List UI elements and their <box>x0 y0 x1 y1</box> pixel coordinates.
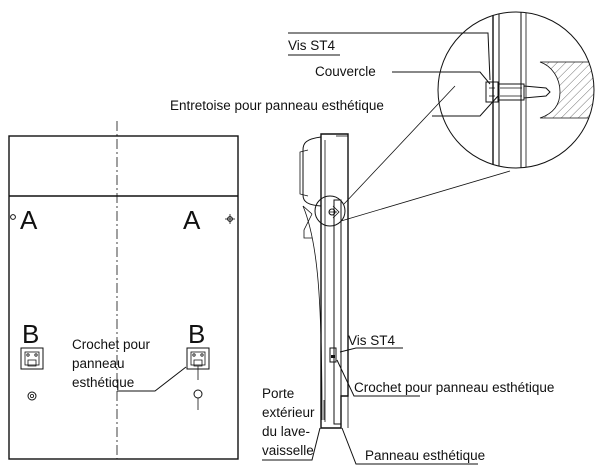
side-hook <box>329 347 337 363</box>
front-hook-label: Crochet pour panneau esthétique <box>72 337 154 390</box>
front-view: A A B B <box>8 121 239 460</box>
point-b-right-label: B <box>188 319 205 349</box>
point-a-right-label: A <box>183 205 201 235</box>
aesthetic-panel-side <box>333 199 342 425</box>
detail-cover <box>485 81 499 103</box>
detail-callout-circle <box>314 195 346 227</box>
detail-screw-leader <box>288 32 491 81</box>
door-handle-profile <box>302 136 322 207</box>
hook-bracket-right <box>186 347 210 410</box>
mount-hole-left <box>10 214 16 220</box>
front-panel-outline <box>8 135 239 460</box>
side-hook-leader <box>336 359 420 397</box>
detail-spacer-label: Entretoise pour panneau esthétique <box>170 98 384 113</box>
detail-view: Vis ST4 Couvercle Entretoise pour pannea… <box>170 11 595 169</box>
panel-leader <box>341 427 478 465</box>
door-label: Porte extérieur du lave- vaisselle <box>262 386 318 458</box>
detail-cover-leader <box>392 71 491 85</box>
detail-cover-label: Couvercle <box>315 64 376 79</box>
detail-callout-line-1 <box>343 85 456 205</box>
hook-bracket-left <box>20 347 44 401</box>
panel-label: Panneau esthétique <box>365 448 485 463</box>
detail-callout-line-2 <box>340 170 511 222</box>
side-screw-label: Vis ST4 <box>348 333 396 348</box>
detail-screw-label: Vis ST4 <box>288 38 336 53</box>
door-leader <box>262 427 321 461</box>
point-b-left-label: B <box>22 319 39 349</box>
screw-hole-right <box>193 389 203 399</box>
side-view: Vis ST4 Crochet pour panneau esthétique … <box>262 85 554 465</box>
point-a-left-label: A <box>20 205 38 235</box>
detail-spacer <box>497 83 525 101</box>
screw-hole-left <box>27 391 37 401</box>
front-hook-leader <box>117 366 187 392</box>
detail-screw <box>523 85 551 99</box>
detail-spacer-leader <box>432 95 499 117</box>
mount-hole-right <box>225 214 235 224</box>
side-hook-label: Crochet pour panneau esthétique <box>354 380 554 395</box>
side-screw-leader <box>339 347 403 353</box>
